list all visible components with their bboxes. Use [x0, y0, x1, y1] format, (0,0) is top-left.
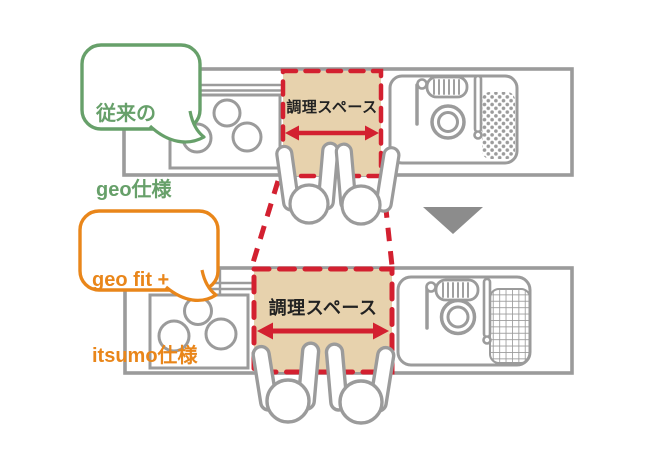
speech-bubble-conventional [80, 43, 206, 144]
label-geo-fit-itsumo-spec: geo fit + itsumo仕様 [92, 219, 198, 417]
bubble-tail [148, 110, 206, 144]
speech-bubble-new [78, 209, 220, 302]
stove-burners-bottom [157, 296, 238, 353]
expansion-guides [249, 180, 395, 267]
drain-icon-top [430, 104, 466, 140]
workspace-label-bottom: 調理スペース [268, 298, 378, 318]
sink-top [388, 74, 519, 165]
faucet-icon-bottom [425, 277, 492, 345]
hands-bottom [251, 341, 396, 425]
label-line: itsumo仕様 [92, 345, 198, 367]
workspace-highlight-bottom [251, 266, 395, 375]
sink-bottom [396, 275, 532, 367]
vent-lines-top [198, 83, 282, 92]
hand-icon [275, 141, 340, 225]
workspace-label-top: 調理スペース [286, 99, 378, 116]
workspace-arrow-icon-top [285, 125, 379, 141]
label-line: geo fit + [92, 269, 170, 291]
drain-icon-bottom [439, 298, 477, 336]
label-conventional-spec: 従来の geo仕様 [96, 53, 172, 251]
label-line: 従来の [96, 103, 156, 125]
faucet-icon-top [415, 74, 483, 140]
hand-icon [324, 342, 396, 425]
workspace-arrow-icon-bottom [257, 322, 389, 340]
drainboard-grid-icon [489, 288, 531, 364]
hand-icon [334, 142, 401, 226]
hands-top [275, 141, 401, 226]
down-triangle-icon [423, 207, 483, 234]
kitchen-top [122, 67, 574, 179]
label-line: geo仕様 [96, 179, 172, 201]
hand-icon [251, 341, 321, 424]
drainboard-dots-icon [482, 92, 515, 159]
bubble-tail [164, 269, 218, 302]
